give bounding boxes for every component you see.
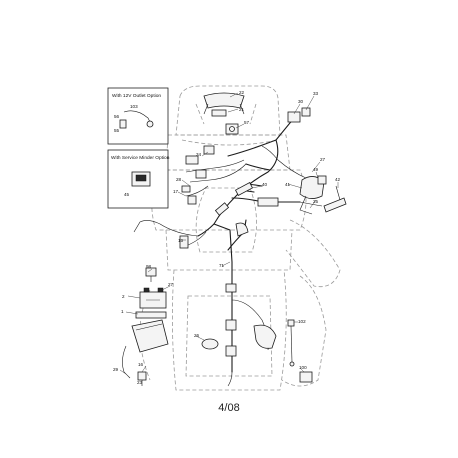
callout-15: 15 [178, 238, 184, 243]
headlight-assembly [203, 92, 245, 117]
callout-100: 100 [299, 365, 307, 370]
callout-26: 26 [194, 333, 200, 338]
callout-numbers: 22 21 33 30 57 34 27 49 41 42 25 40 28 1… [113, 90, 341, 385]
battery-strap [135, 311, 167, 319]
callout-1: 1 [121, 309, 124, 314]
callout-2: 2 [122, 294, 125, 299]
callout-42: 42 [335, 177, 341, 182]
callout-45: 45 [124, 192, 130, 197]
brake-switch [201, 338, 219, 350]
seat-switch-connector [287, 107, 311, 123]
starter-solenoid [299, 175, 327, 215]
callout-40: 40 [262, 182, 268, 187]
callout-16: 16 [138, 362, 144, 367]
inset-service-minder-title: With Service Minder Option [111, 155, 170, 161]
callout-22: 22 [239, 90, 245, 95]
ignition-switch [225, 123, 239, 135]
callout-25: 25 [313, 199, 319, 204]
dash-connectors [181, 145, 215, 205]
battery-cable-negative [122, 345, 131, 379]
callout-56: 56 [114, 114, 120, 119]
battery-tray [131, 319, 169, 353]
callout-103: 103 [130, 104, 138, 109]
page-number: 4/08 [218, 402, 240, 414]
callout-33: 33 [313, 91, 319, 96]
callout-30: 30 [298, 99, 304, 104]
callout-34: 34 [196, 152, 202, 157]
spark-plug-lead [323, 185, 347, 213]
callout-21: 21 [239, 107, 245, 112]
callout-98: 98 [146, 264, 152, 269]
callout-49: 49 [313, 167, 319, 172]
callout-27b: 27 [168, 282, 174, 287]
leader-lines [119, 92, 339, 375]
ground-wire [287, 319, 295, 367]
callout-71: 71 [219, 263, 225, 268]
fuse-holder [179, 235, 189, 249]
callout-41: 41 [285, 182, 291, 187]
inset-service-minder: With Service Minder Option 45 [107, 149, 170, 209]
clutch-connector [299, 371, 313, 383]
callout-102: 102 [298, 319, 306, 324]
callout-57: 57 [244, 120, 250, 125]
callout-28: 28 [176, 177, 182, 182]
interlock-module [253, 324, 277, 349]
inset-12v-outlet: With 12V Outlet Option 103 56 55 [107, 87, 169, 145]
callout-17: 17 [173, 189, 179, 194]
reverse-switch [145, 267, 157, 282]
battery [139, 287, 167, 309]
callout-27: 27 [320, 157, 326, 162]
inset-12v-title: With 12V Outlet Option [112, 93, 161, 99]
tractor-ghost-outline [139, 85, 341, 391]
pto-switch [235, 222, 249, 237]
callout-29: 29 [113, 367, 119, 372]
callout-23: 23 [137, 380, 143, 385]
callout-55: 55 [114, 128, 120, 133]
